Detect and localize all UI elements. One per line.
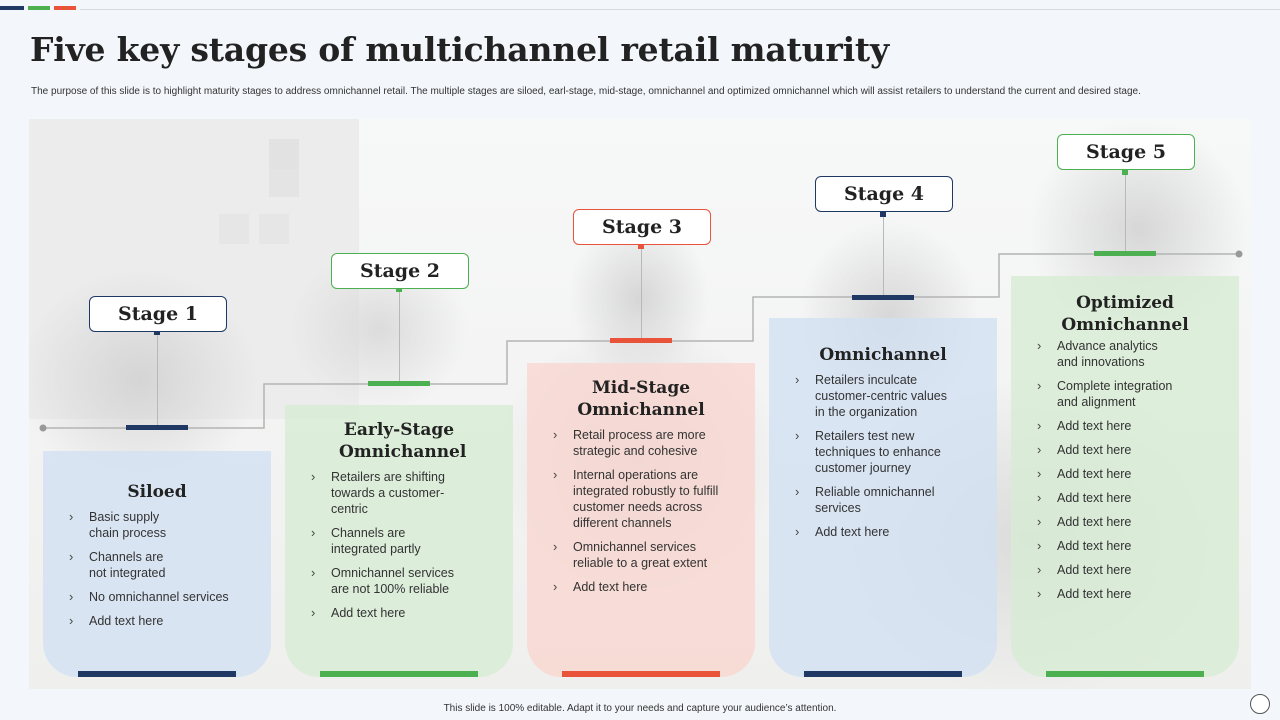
slide-title: Five key stages of multichannel retail m… (30, 30, 889, 69)
stage-5-point: Add text here (1037, 538, 1225, 554)
stage-3-bottom-bar (562, 671, 720, 677)
stage-5-point: Add text here (1037, 586, 1225, 602)
stage-5-title: Optimized Omnichannel (1061, 293, 1189, 335)
stage-5-bottom-bar (1046, 671, 1204, 677)
stage-5-point: Advance analytics and innovations (1037, 338, 1182, 370)
circle-icon (1250, 694, 1270, 714)
stage-3-leader-line (641, 245, 642, 341)
stage-4-dot (880, 211, 886, 217)
stage-2-step-bar (368, 381, 430, 386)
stage-area: Stage 1 Siloed Basic supply chain proces… (29, 119, 1251, 689)
stage-5-step-bar (1094, 251, 1156, 256)
stage-1-bottom-bar (78, 671, 236, 677)
stage-3-card: Mid-Stage Omnichannel Retail process are… (527, 363, 755, 677)
stage-1-point: Add text here (69, 613, 257, 629)
stage-5-point: Add text here (1037, 442, 1225, 458)
stage-3-dot (638, 243, 644, 249)
stage-2-bottom-bar (320, 671, 478, 677)
stage-4-title: Omnichannel (819, 345, 947, 365)
stage-5-point: Add text here (1037, 490, 1225, 506)
stage-3-point: Internal operations are integrated robus… (553, 467, 733, 531)
stage-5-card: Optimized Omnichannel Advance analytics … (1011, 276, 1239, 677)
stage-2-card: Early-Stage Omnichannel Retailers are sh… (285, 405, 513, 677)
stage-1-point: No omnichannel services (69, 589, 257, 605)
stage-1-points: Basic supply chain process Channels are … (57, 509, 257, 629)
stage-5-point: Complete integration and alignment (1037, 378, 1192, 410)
stage-3-point: Add text here (553, 579, 741, 595)
stage-5-point: Add text here (1037, 466, 1225, 482)
stage-3-title: Mid-Stage Omnichannel (577, 378, 705, 420)
accent-green (28, 6, 50, 10)
connector-end-dot (1235, 250, 1243, 258)
stage-2-leader-line (399, 288, 400, 384)
stage-3-point: Retail process are more strategic and co… (553, 427, 723, 459)
stage-1-title: Siloed (127, 482, 187, 502)
stage-1-card: Siloed Basic supply chain process Channe… (43, 451, 271, 677)
stage-3-label: Stage 3 (573, 209, 711, 245)
stage-1-point: Basic supply chain process (69, 509, 189, 541)
stage-4-bottom-bar (804, 671, 962, 677)
stage-1-point: Channels are not integrated (69, 549, 179, 581)
stage-2-points: Retailers are shifting towards a custome… (299, 469, 499, 621)
footer-note: This slide is 100% editable. Adapt it to… (443, 703, 837, 714)
stage-4-label: Stage 4 (815, 176, 953, 212)
stage-2-point: Add text here (311, 605, 499, 621)
stage-5-point: Add text here (1037, 418, 1225, 434)
stage-4-point: Retailers inculcate customer-centric val… (795, 372, 960, 420)
slide-subtitle: The purpose of this slide is to highligh… (31, 86, 1141, 97)
stage-5-point: Add text here (1037, 514, 1225, 530)
stage-4-point: Add text here (795, 524, 983, 540)
stage-1-leader-line (157, 331, 158, 428)
stage-3-step-bar (610, 338, 672, 343)
stage-1-dot (154, 329, 160, 335)
stage-4-point: Retailers test new techniques to enhance… (795, 428, 960, 476)
stage-5-label: Stage 5 (1057, 134, 1195, 170)
stage-1-label: Stage 1 (89, 296, 227, 332)
stage-3-point: Omnichannel services reliable to a great… (553, 539, 723, 571)
stage-2-point: Omnichannel services are not 100% reliab… (311, 565, 466, 597)
top-divider (80, 9, 1280, 10)
stage-2-dot (396, 286, 402, 292)
stage-2-title: Early-Stage Omnichannel (339, 420, 467, 462)
stage-4-leader-line (883, 212, 884, 297)
top-accent-bar (0, 6, 1280, 10)
stage-5-dot (1122, 169, 1128, 175)
stage-3-points: Retail process are more strategic and co… (541, 427, 741, 595)
stage-1-step-bar (126, 425, 188, 430)
stage-5-leader-line (1125, 170, 1126, 254)
stage-4-point: Reliable omnichannel services (795, 484, 955, 516)
connector-start-dot (39, 424, 47, 432)
stage-2-point: Channels are integrated partly (311, 525, 441, 557)
stage-5-points: Advance analytics and innovations Comple… (1025, 338, 1225, 602)
stage-2-label: Stage 2 (331, 253, 469, 289)
stage-4-card: Omnichannel Retailers inculcate customer… (769, 318, 997, 677)
stage-5-point: Add text here (1037, 562, 1225, 578)
stage-4-points: Retailers inculcate customer-centric val… (783, 372, 983, 540)
stage-2-point: Retailers are shifting towards a custome… (311, 469, 466, 517)
accent-orange (54, 6, 76, 10)
accent-navy (0, 6, 24, 10)
stage-4-step-bar (852, 295, 914, 300)
